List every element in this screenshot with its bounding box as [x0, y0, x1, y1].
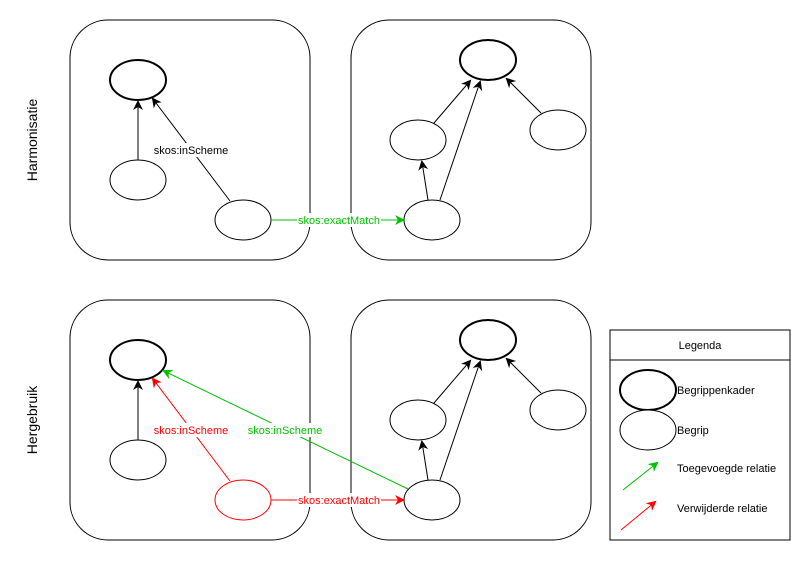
concept-node[interactable]: [403, 199, 461, 241]
concept-scheme-node[interactable]: [109, 59, 167, 101]
edge: [439, 360, 483, 481]
edge: [439, 80, 483, 201]
edge: [433, 359, 472, 404]
row-label-harmonisatie: Harmonisatie: [24, 99, 40, 182]
concept-scheme-node[interactable]: [459, 39, 517, 81]
scheme-box-bottom-right: [350, 299, 592, 541]
concept-scheme-node[interactable]: [459, 319, 517, 361]
edge-label-inscheme-added: skos:inScheme: [248, 425, 323, 437]
legend-item-label: Verwijderde relatie: [677, 503, 768, 515]
row-label-hergebruik: Hergebruik: [24, 385, 40, 454]
edge: [418, 440, 429, 481]
concept-node[interactable]: [529, 389, 587, 431]
legend-item-label: Begrippenkader: [677, 385, 755, 397]
scheme-box-top-left: [69, 19, 311, 261]
edge-label-bg: [297, 493, 381, 507]
edge: [418, 160, 429, 201]
edge-label-bg: [152, 423, 230, 437]
edge: [505, 357, 542, 394]
legend-title: Legenda: [679, 340, 723, 352]
legend-item-label: Begrip: [677, 425, 709, 437]
edge-label-bg: [297, 213, 381, 227]
concept-node[interactable]: [403, 479, 461, 521]
concept-node[interactable]: [389, 399, 447, 441]
edge-label-exactmatch-removed: skos:exactMatch: [298, 495, 380, 507]
legend: Legenda Begrippenkader Begrip Toegevoegd…: [609, 329, 791, 541]
concept-node[interactable]: [529, 109, 587, 151]
legend-begrippenkader-icon: [619, 369, 677, 411]
scheme-box-top-right: [350, 19, 592, 261]
concept-node-removed[interactable]: [214, 479, 272, 521]
edge: [505, 77, 542, 114]
edge: [433, 79, 472, 124]
edge-label-inscheme: skos:inScheme: [154, 145, 229, 157]
scheme-box-bottom-left: [69, 299, 311, 541]
concept-scheme-node[interactable]: [109, 339, 167, 381]
concept-node[interactable]: [389, 119, 447, 161]
concept-node[interactable]: [214, 199, 272, 241]
concept-node[interactable]: [109, 159, 167, 201]
legend-begrip-icon: [619, 409, 677, 451]
edge-label-inscheme-removed: skos:inScheme: [154, 425, 229, 437]
edge-label-bg: [152, 143, 230, 157]
concept-node[interactable]: [109, 439, 167, 481]
edge-label-bg: [246, 423, 324, 437]
legend-item-label: Toegevoegde relatie: [677, 463, 776, 475]
legend-green-arrow-icon: [622, 461, 659, 491]
legend-red-arrow-icon: [620, 500, 657, 531]
edge-label-exactmatch-added: skos:exactMatch: [298, 215, 380, 227]
